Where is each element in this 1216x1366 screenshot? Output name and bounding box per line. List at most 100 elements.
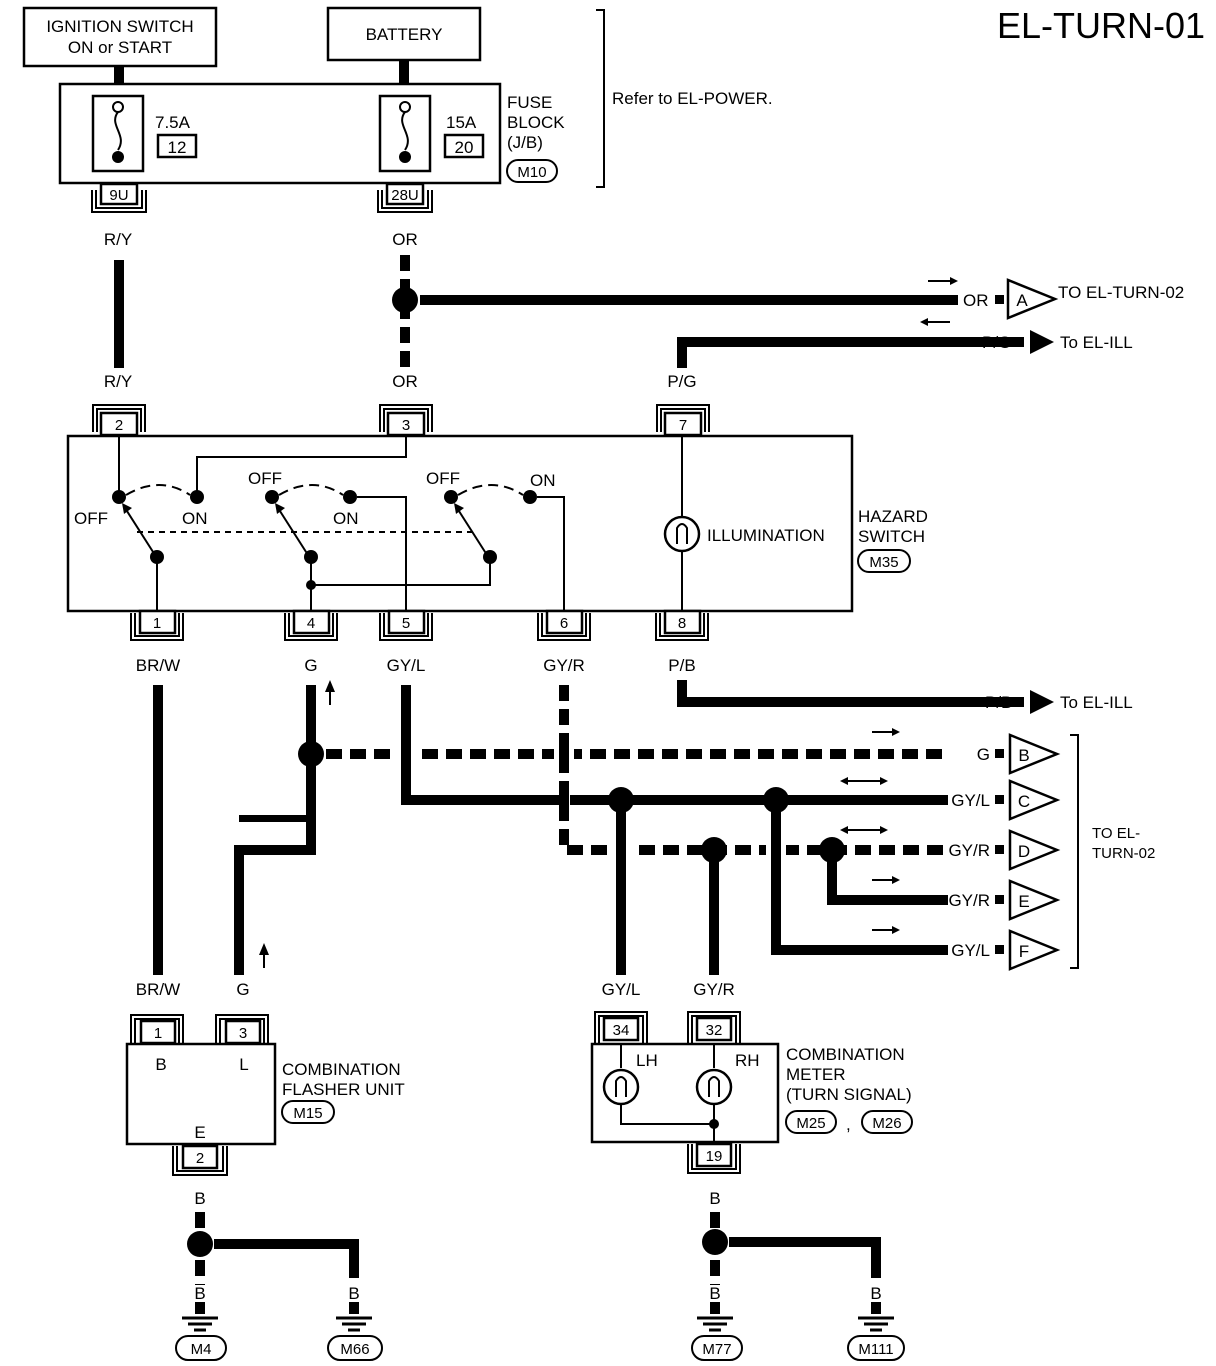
- svg-text:34: 34: [613, 1022, 630, 1039]
- fuse2-number: 20: [455, 138, 474, 157]
- meter-label-3: (TURN SIGNAL): [786, 1085, 912, 1104]
- hazard-connector: M35: [869, 554, 898, 571]
- svg-text:2: 2: [115, 417, 123, 434]
- hazard-pin-4: 4: [284, 609, 338, 641]
- svg-text:BR/W: BR/W: [136, 980, 180, 999]
- group-dest-1: TO EL-: [1092, 825, 1140, 842]
- svg-text:BR/W: BR/W: [136, 656, 180, 675]
- svg-text:GY/R: GY/R: [948, 841, 990, 860]
- hazard-pin-1: 1: [130, 609, 184, 641]
- group-dest-2: TURN-02: [1092, 845, 1155, 862]
- connector-a: OR A TO EL-TURN-02: [928, 277, 1184, 320]
- svg-text:M111: M111: [858, 1341, 893, 1358]
- svg-text:D: D: [1018, 842, 1030, 861]
- hazard-pin-6: 6: [537, 609, 591, 641]
- connector-a-dest: TO EL-TURN-02: [1058, 283, 1184, 302]
- battery-label: BATTERY: [366, 25, 443, 44]
- wire-label-ry-bottom: R/Y: [104, 372, 132, 391]
- illumination-label: ILLUMINATION: [707, 526, 825, 545]
- connector-d: GY/R D: [948, 829, 1061, 871]
- connector-c: GY/L C: [951, 779, 1061, 821]
- svg-text:E: E: [1018, 892, 1029, 911]
- svg-text:RH: RH: [735, 1051, 760, 1070]
- fuse-block-connector: M10: [517, 164, 546, 181]
- hazard-label-2: SWITCH: [858, 527, 925, 546]
- terminal-9u: 9U: [91, 182, 147, 213]
- flasher-connector: M15: [293, 1105, 322, 1122]
- svg-text:G: G: [977, 745, 990, 764]
- svg-text:G: G: [304, 656, 317, 675]
- hazard-label-1: HAZARD: [858, 507, 928, 526]
- svg-text:1: 1: [154, 1025, 162, 1042]
- flasher-unit: B L E: [125, 1042, 277, 1146]
- battery-box: BATTERY: [326, 6, 482, 62]
- fuse-block: 7.5A 12 15A 20 FUSE BLOCK (J/B) M10: [58, 82, 565, 185]
- ignition-label-1: IGNITION SWITCH: [46, 17, 193, 36]
- meter-label-2: METER: [786, 1065, 846, 1084]
- svg-text:P/B: P/B: [985, 693, 1012, 712]
- svg-text:C: C: [1018, 792, 1030, 811]
- ignition-switch-box: IGNITION SWITCH ON or START: [22, 6, 218, 68]
- svg-text:GY/R: GY/R: [543, 656, 585, 675]
- svg-text:B: B: [348, 1284, 359, 1303]
- meter-pin-32: 32: [687, 1011, 741, 1044]
- wire-label-or-top: OR: [392, 230, 418, 249]
- svg-text:B: B: [709, 1189, 720, 1208]
- wire-label-ry-top: R/Y: [104, 230, 132, 249]
- svg-text:6: 6: [560, 615, 568, 632]
- flasher-label-2: FLASHER UNIT: [282, 1080, 405, 1099]
- hazard-switch: OFF ON OFF ON OFF ON ILLUMINATION: [66, 434, 854, 613]
- fuse1-rating: 7.5A: [155, 113, 191, 132]
- svg-text:ON: ON: [182, 509, 208, 528]
- svg-text:P/G: P/G: [667, 372, 696, 391]
- hazard-pin-2: 2: [92, 404, 146, 437]
- svg-text:OFF: OFF: [426, 469, 460, 488]
- pg-wire: P/G To EL-ILL P/G: [667, 318, 1133, 391]
- svg-text:19: 19: [706, 1148, 723, 1165]
- svg-text:L: L: [239, 1055, 248, 1074]
- svg-text:GY/L: GY/L: [951, 941, 990, 960]
- fuse-block-label-1: FUSE: [507, 93, 552, 112]
- connector-e: GY/R E: [948, 879, 1061, 921]
- svg-text:B: B: [709, 1284, 720, 1303]
- ignition-label-2: ON or START: [68, 38, 172, 57]
- svg-text:7: 7: [679, 417, 687, 434]
- pg-dest: To EL-ILL: [1060, 333, 1133, 352]
- connector-b: G B: [977, 733, 1061, 775]
- terminal-28u: 28U: [377, 182, 433, 213]
- svg-text:A: A: [1016, 291, 1028, 310]
- meter-pin-19: 19: [687, 1142, 741, 1174]
- svg-text:G: G: [236, 980, 249, 999]
- svg-text:5: 5: [402, 615, 410, 632]
- connector-f: GY/L F: [951, 929, 1061, 971]
- flasher-pin-1: 1: [130, 1014, 184, 1045]
- svg-text:28U: 28U: [391, 187, 419, 204]
- svg-text:OFF: OFF: [248, 469, 282, 488]
- svg-text:P/B: P/B: [668, 656, 695, 675]
- svg-text:1: 1: [153, 615, 161, 632]
- hazard-pin-5: 5: [379, 609, 433, 641]
- flasher-pin-3: 3: [215, 1014, 269, 1045]
- svg-text:GY/R: GY/R: [948, 891, 990, 910]
- flasher-label-1: COMBINATION: [282, 1060, 401, 1079]
- hazard-pin-3: 3: [379, 404, 433, 437]
- meter-label-1: COMBINATION: [786, 1045, 905, 1064]
- meter-connector-2: M26: [872, 1115, 901, 1132]
- svg-text:GY/L: GY/L: [387, 656, 426, 675]
- svg-text:ON: ON: [333, 509, 359, 528]
- fuse-block-label-2: BLOCK: [507, 113, 565, 132]
- svg-text:B: B: [870, 1284, 881, 1303]
- ground-m4: M4: [175, 1316, 227, 1361]
- svg-text:LH: LH: [636, 1051, 658, 1070]
- svg-text:8: 8: [678, 615, 686, 632]
- svg-text:B: B: [155, 1055, 166, 1074]
- svg-text:M4: M4: [191, 1341, 212, 1358]
- svg-text:GY/L: GY/L: [602, 980, 641, 999]
- fuse-block-label-3: (J/B): [507, 133, 543, 152]
- pb-dest: To EL-ILL: [1060, 693, 1133, 712]
- wire-label-or-bottom: OR: [392, 372, 418, 391]
- fuse1-number: 12: [168, 138, 187, 157]
- svg-text:P/G: P/G: [982, 333, 1011, 352]
- svg-text:M66: M66: [340, 1341, 369, 1358]
